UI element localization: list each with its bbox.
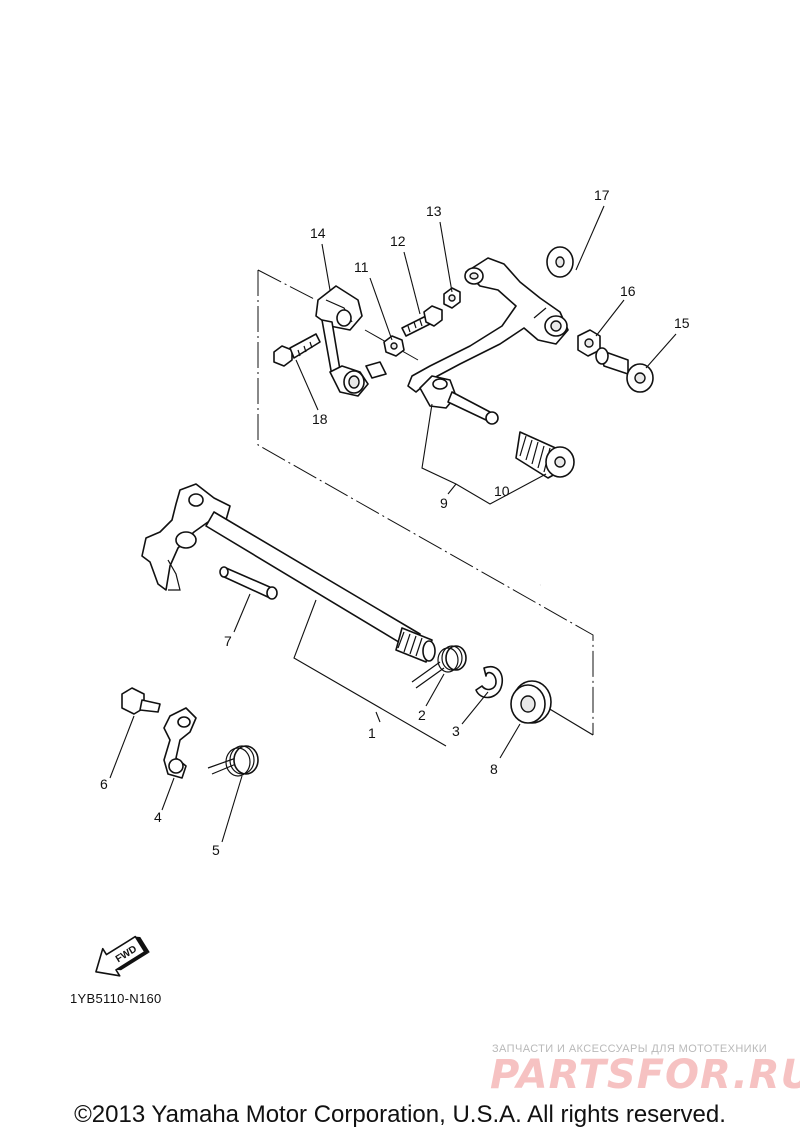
callout-12: 12	[390, 233, 406, 249]
part-torsion-spring-2	[411, 645, 467, 689]
callout-10: 10	[494, 483, 510, 499]
callout-14: 14	[310, 225, 326, 241]
callout-9: 9	[440, 495, 448, 511]
callout-1: 1	[368, 725, 376, 741]
part-stopper-lever	[163, 707, 197, 779]
fwd-arrow-icon: FWD	[95, 935, 150, 977]
part-shoulder-bolt-15	[595, 347, 654, 393]
callout-16: 16	[620, 283, 636, 299]
callout-8: 8	[490, 761, 498, 777]
callout-3: 3	[452, 723, 460, 739]
part-circlip	[475, 665, 504, 699]
part-shift-pedal	[407, 257, 569, 425]
part-spring-5	[207, 745, 259, 777]
callout-13: 13	[426, 203, 442, 219]
callout-11: 11	[354, 259, 369, 275]
callout-4: 4	[154, 809, 162, 825]
callout-5: 5	[212, 842, 220, 858]
part-shift-shaft	[141, 483, 436, 663]
leader-lines	[109, 205, 677, 843]
part-shift-arm-clamp	[315, 285, 387, 397]
part-washer-17	[546, 246, 574, 278]
part-oil-seal	[510, 680, 552, 724]
callout-15: 15	[674, 315, 690, 331]
part-bolt-18	[273, 333, 321, 367]
callout-labels: 1 2 3 4 5 6 7 8 9 10 11 12 13 14 15 16 1…	[100, 187, 690, 858]
part-bolt-6	[121, 687, 161, 715]
copyright-notice: ©2013 Yamaha Motor Corporation, U.S.A. A…	[74, 1101, 726, 1128]
part-bolt-12	[401, 305, 443, 337]
part-nut-13	[443, 287, 461, 309]
callout-7: 7	[224, 633, 232, 649]
watermark-logo: PARTSFOR.RU	[490, 1052, 800, 1098]
part-dowel-pin	[219, 566, 278, 600]
part-nut-11	[383, 335, 405, 357]
callout-17: 17	[594, 187, 610, 203]
watermark-tagline: ЗАПЧАСТИ И АКСЕССУАРЫ ДЛЯ МОТОТЕХНИКИ	[492, 1043, 768, 1055]
callout-6: 6	[100, 776, 108, 792]
callout-2: 2	[418, 707, 426, 723]
diagram-code: 1YB5110-N160	[70, 991, 162, 1006]
callout-18: 18	[312, 411, 328, 427]
part-pedal-rubber	[515, 431, 575, 479]
